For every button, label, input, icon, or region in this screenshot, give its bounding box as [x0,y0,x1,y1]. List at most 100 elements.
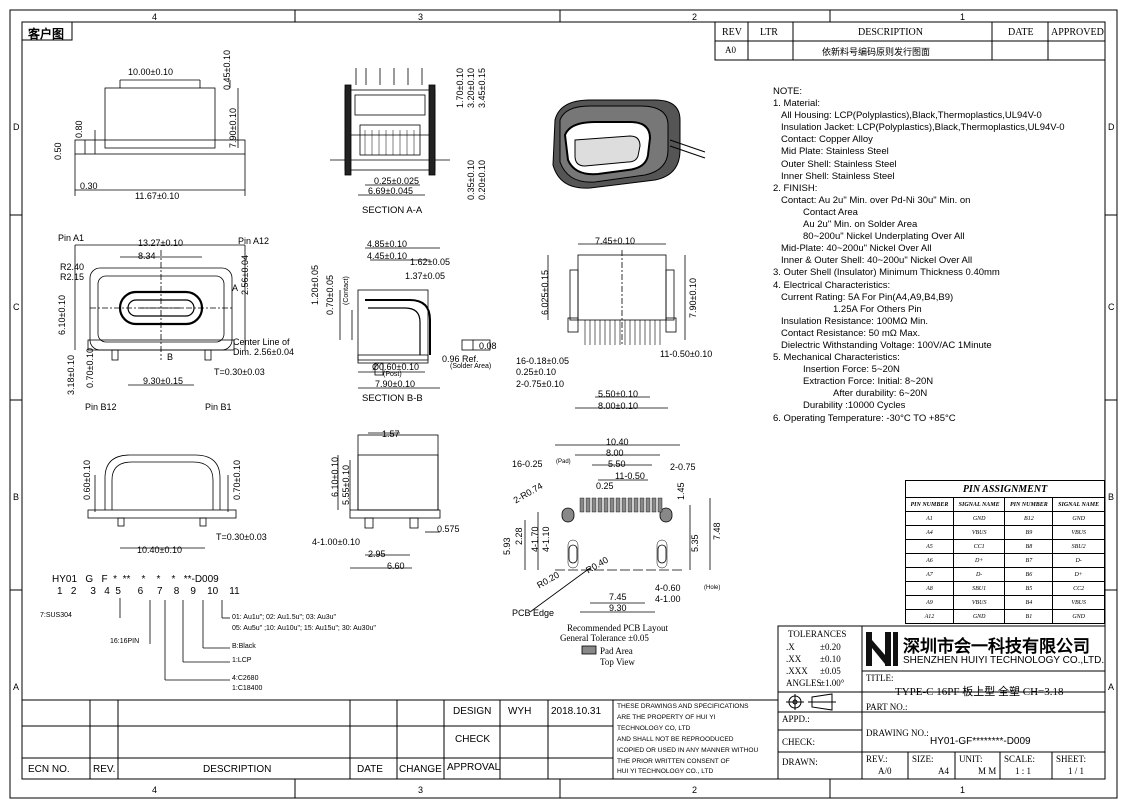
tolerance-key: .XXX [786,666,808,676]
dim-label: 7.90±0.10 [375,379,415,389]
pin-cell: B8 [1004,539,1054,554]
drawing-number: HY01-GF********-D009 [930,736,1031,747]
pad-area-legend: Pad Area [600,646,633,656]
zone-col-1-top: 1 [960,12,966,22]
note-line: 6. Operating Temperature: -30°C TO +85°C [773,412,956,424]
dim-label: 3.20±0.10 [466,68,476,108]
dim-label: 0.70±0.10 [232,460,242,500]
ecn-change-header: CHANGE [399,764,442,775]
title-block [777,625,1106,780]
pin-header: SIGNAL NAME [952,497,1006,512]
tolerance-key: ANGLES [786,678,822,688]
pcb-edge-label: PCB Edge [512,608,555,618]
zone-col-1-bottom: 1 [960,785,966,795]
code-option: 4:C2680 [232,675,259,682]
pin-cell: CC1 [952,539,1006,554]
pin-cell: A12 [905,609,954,624]
note-line: After durability: 6~20N [833,388,928,400]
dim-label: 2.28 [514,527,524,545]
section-marker-a: A [232,283,239,293]
post-note: (Post) [383,371,402,378]
dim-label: 0.25±0.10 [516,367,556,377]
dim-label: 5.50 [608,459,626,469]
contact-note: (Contact) [343,276,350,305]
rev-label: REV.: [866,754,888,764]
dim-label: 4.85±0.10 [367,239,407,249]
ecn-date-header: DATE [357,764,383,775]
dim-label: 7.45 [609,592,627,602]
zone-row-c-left: C [13,302,20,312]
pin-cell: B1 [1004,609,1054,624]
tolerance-value: ±0.10 [820,654,841,664]
note-line: Contact Area [803,206,858,218]
side-view [337,432,441,569]
check-row-label: CHECK [455,734,491,745]
rev-header: REV [722,27,742,38]
front-view [74,244,246,386]
pin-assignment-table: PIN ASSIGNMENT PIN NUMBER SIGNAL NAME PI… [905,480,1105,624]
drawing-title: TYPE-C 16PF 板上型 全塑 CH=3.18 [895,686,1064,698]
dim-label: 6.69±0.045 [368,186,413,196]
scale-label: SCALE: [1004,754,1036,764]
pin-a12-label: Pin A12 [238,236,270,246]
dim-label: 5.50±0.10 [598,389,638,399]
dim-label: R2.15 [60,272,85,282]
rev-value: A/0 [878,766,892,776]
pin-header: PIN NUMBER [1004,497,1054,512]
dim-label: 1.62±0.05 [410,257,450,267]
customer-drawing-tag: 客户图 [28,27,65,41]
code-option: 1:LCP [232,657,252,664]
pcb-layout [524,444,711,655]
pin-cell: VBUS [952,525,1006,540]
pin-cell: SBU2 [1052,539,1105,554]
dim-label: 0.60±0.10 [82,460,92,500]
pin-cell: VBUS [952,595,1006,610]
dim-label: 6.10±0.10 [330,457,340,497]
part-code-positions: 1 2 3 4 5 6 7 8 9 10 11 [57,586,240,597]
dim-label: 0.70±0.10 [85,348,95,388]
title-label: TITLE: [866,673,894,683]
note-line: Au 2u" Min. on Solder Area [803,219,918,231]
rev-description: 依新料号编码原则发行图面 [822,47,931,57]
dim-label: 0.575 [437,524,460,534]
dim-label: 2-0.75±0.10 [516,379,564,389]
dim-label: 7.48 [712,522,722,540]
pin-cell: D- [952,567,1006,582]
zone-row-a-right: A [1108,682,1115,692]
legal-line: THE PRIOR WRITTEN CONSENT OF [617,757,730,765]
pin-a1-label: Pin A1 [58,233,85,243]
dim-label: 11.67±0.10 [135,191,180,201]
pin-cell: VBUS [1052,525,1105,540]
drawn-label: DRAWN: [782,757,818,767]
dim-label: 0.25±0.025 [374,176,419,186]
dim-label: 9.30 [609,603,627,613]
approval-block [22,699,778,779]
dim-label: 7.90±0.10 [228,108,238,148]
pad-note: (Pad) [556,459,571,465]
dim-label: 7.45±0.10 [595,236,635,246]
pin-cell: A9 [905,595,954,610]
dim-label: 16-0.25 [512,459,543,469]
sheet-label: SHEET: [1056,754,1087,764]
dim-label: 0.50 [53,142,63,160]
pin-header: PIN NUMBER [905,497,954,512]
code-option: 01: Au1u"; 02: Au1.5u"; 03: Au3u" [232,614,336,621]
pin-cell: B5 [1004,581,1054,596]
legal-notice: THESE DRAWINGS AND SPECIFICATIONS ARE TH… [617,702,758,778]
dim-label: 0.45±0.10 [222,50,232,90]
size-value: A4 [938,766,949,776]
pin-cell: B7 [1004,553,1054,568]
legal-line: ICOPIED OR USED IN ANY MANNER WITHOU [617,746,759,754]
scale-value: 1 : 1 [1015,766,1032,776]
dim-label: 2.95 [368,549,386,559]
company-logo [866,632,898,666]
note-line: Mid-Plate: 40~200u" Nickel Over All [781,243,932,255]
dim-label: 2-0.75 [670,462,696,472]
company-name-en: SHENZHEN HUIYI TECHNOLOGY CO.,LTD. [903,655,1105,666]
note-line: Dielectric Withstanding Voltage: 100V/AC… [781,339,992,351]
tolerance-key: .X [786,642,795,652]
